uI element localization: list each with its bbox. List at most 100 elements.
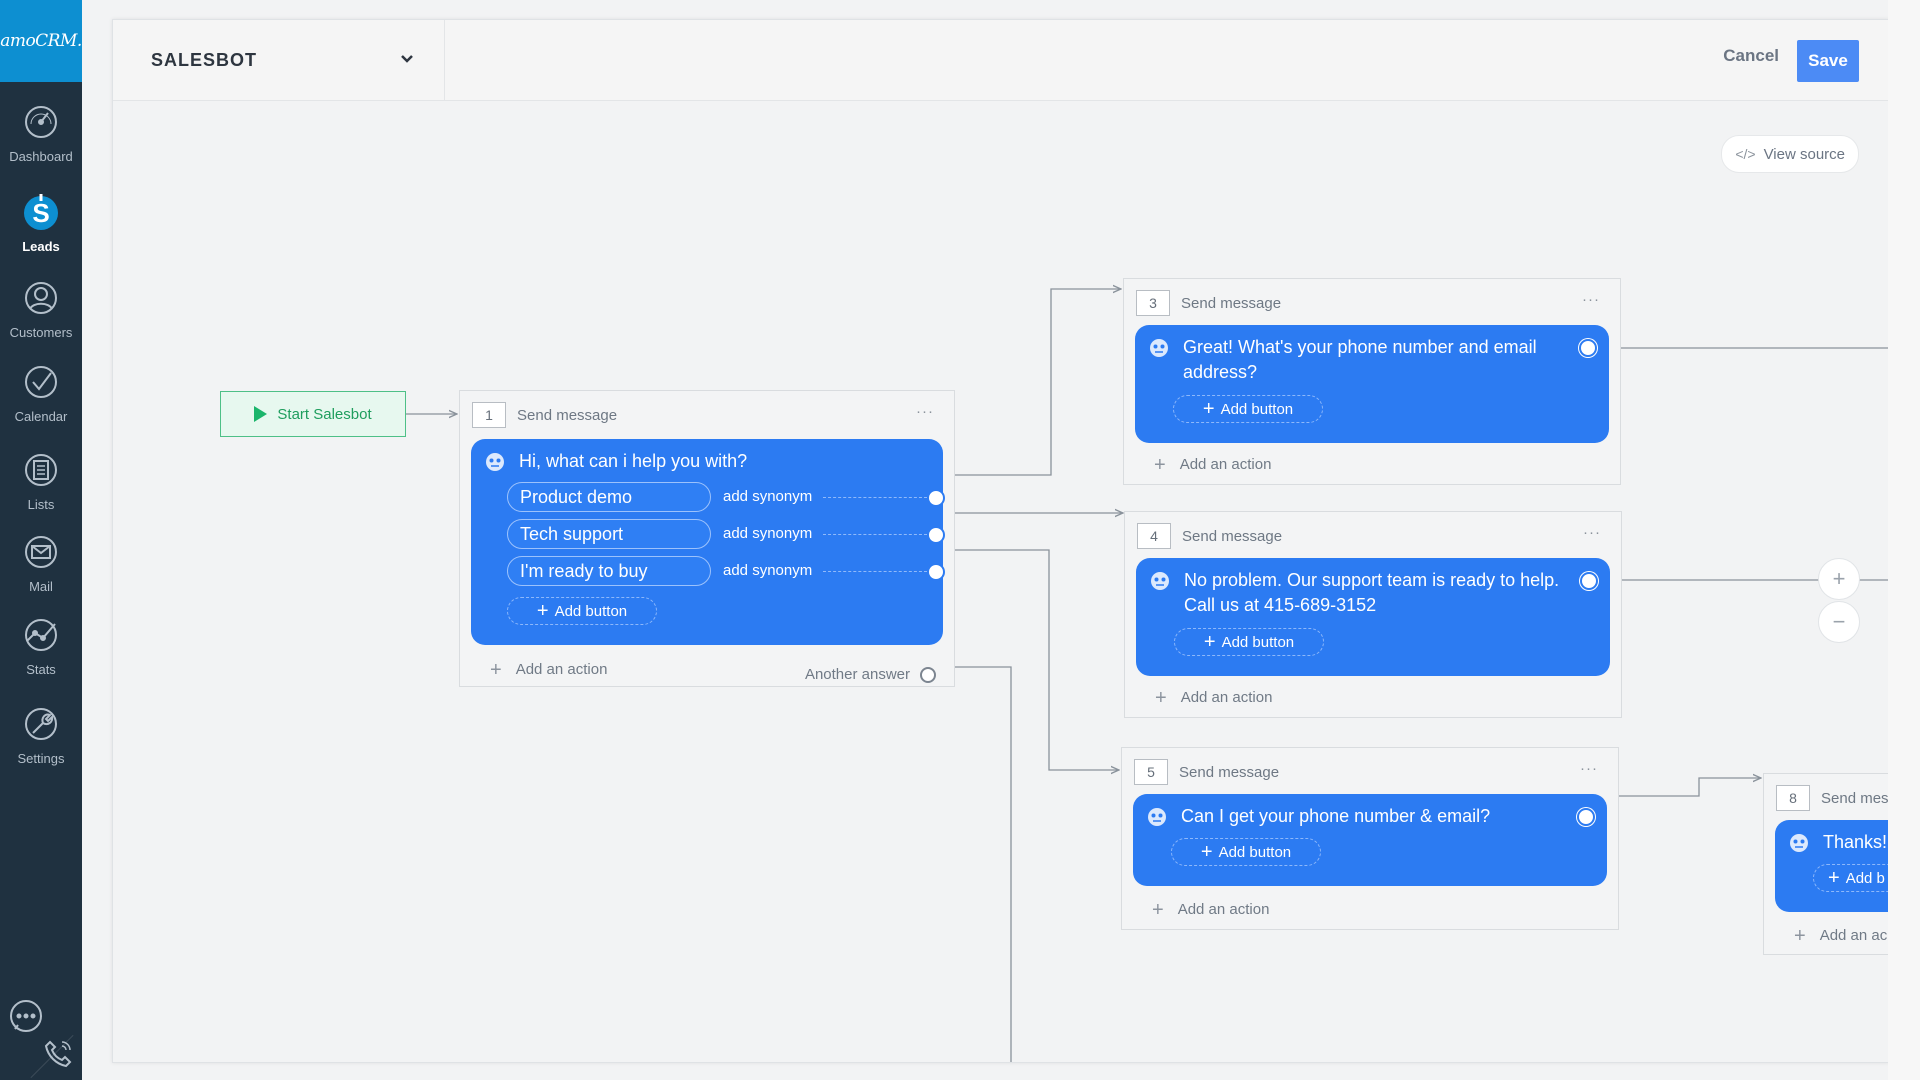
- answer-button-tech-support[interactable]: Tech support: [507, 519, 711, 549]
- start-salesbot-node[interactable]: Start Salesbot: [220, 391, 406, 437]
- message-bubble[interactable]: Hi, what can i help you with? Product de…: [471, 439, 945, 645]
- add-synonym-link[interactable]: add synonym: [723, 525, 813, 542]
- another-answer-port[interactable]: [920, 667, 936, 683]
- sidebar-item-mail[interactable]: Mail: [0, 522, 82, 604]
- plus-icon: +: [1202, 398, 1215, 420]
- bot-icon: [1150, 339, 1168, 357]
- sidebar-item-dashboard[interactable]: Dashboard: [0, 92, 82, 174]
- app-logo[interactable]: amoCRM.: [0, 0, 82, 82]
- step-header: 4 Send message: [1137, 522, 1282, 550]
- answer-button-product-demo[interactable]: Product demo: [507, 482, 711, 512]
- add-action-link[interactable]: + Add an ac: [1794, 926, 1887, 946]
- bot-selector-dropdown[interactable]: SALESBOT: [113, 20, 445, 100]
- answer-port[interactable]: [927, 526, 945, 544]
- plus-icon: +: [490, 658, 502, 681]
- bot-icon: [1148, 808, 1166, 826]
- step-card-4[interactable]: 4 Send message ··· No problem. Our suppo…: [1124, 511, 1622, 718]
- add-action-link[interactable]: + Add an action: [1155, 686, 1272, 709]
- step-card-3[interactable]: 3 Send message ··· Great! What's your ph…: [1123, 278, 1621, 485]
- answer-port[interactable]: [927, 489, 945, 507]
- answer-label: Product demo: [520, 486, 633, 507]
- message-text[interactable]: Thanks!: [1823, 832, 1888, 852]
- message-text[interactable]: Great! What's your phone number and emai…: [1183, 337, 1537, 382]
- right-edge-strip: [1888, 0, 1920, 1080]
- message-bubble[interactable]: Great! What's your phone number and emai…: [1135, 325, 1609, 443]
- bot-icon: [486, 453, 504, 471]
- add-button[interactable]: + Add button: [1173, 395, 1323, 423]
- answer-label: Tech support: [520, 523, 624, 544]
- sidebar-item-stats[interactable]: Stats: [0, 605, 82, 687]
- add-synonym-link[interactable]: add synonym: [723, 488, 813, 505]
- phone-icon[interactable]: [42, 1036, 76, 1070]
- step-card-5[interactable]: 5 Send message ··· Can I get your phone …: [1121, 747, 1619, 930]
- sidebar-item-settings[interactable]: Settings: [0, 694, 82, 776]
- stats-icon: [25, 619, 57, 651]
- step-menu-icon[interactable]: ···: [916, 403, 934, 420]
- step-menu-icon[interactable]: ···: [1580, 760, 1598, 777]
- step-number: 4: [1137, 523, 1171, 549]
- step-menu-icon[interactable]: ···: [1582, 291, 1600, 308]
- view-source-label: View source: [1763, 145, 1845, 163]
- step-card-8[interactable]: 8 Send mes Thanks! + Add b + Add an ac: [1763, 773, 1889, 955]
- message-text[interactable]: No problem. Our support team is ready to…: [1184, 570, 1560, 615]
- sidebar-item-label: Dashboard: [9, 149, 73, 164]
- message-port[interactable]: [1580, 572, 1598, 590]
- step-number: 8: [1776, 785, 1810, 811]
- lists-icon: [25, 454, 57, 486]
- add-action-link[interactable]: + Add an action: [1154, 453, 1271, 476]
- message-bubble[interactable]: Can I get your phone number & email? + A…: [1133, 794, 1607, 886]
- leads-icon: S: [24, 194, 58, 230]
- step-number: 5: [1134, 759, 1168, 785]
- sidebar-item-leads[interactable]: S Leads: [0, 182, 82, 264]
- plus-icon: +: [1155, 686, 1167, 709]
- message-port[interactable]: [1577, 808, 1595, 826]
- answer-label: I'm ready to buy: [520, 560, 648, 581]
- play-icon: [254, 406, 268, 422]
- add-button-label: Add button: [1218, 843, 1292, 861]
- bot-name: SALESBOT: [151, 49, 258, 70]
- plus-icon: +: [1200, 841, 1213, 863]
- plus-icon: +: [1154, 453, 1166, 476]
- step-card-1[interactable]: 1 Send message ··· Hi, what can i help y…: [459, 390, 955, 687]
- step-menu-icon[interactable]: ···: [1583, 524, 1601, 541]
- step-title: Send message: [1179, 763, 1280, 781]
- add-button[interactable]: + Add button: [1171, 838, 1321, 866]
- calendar-icon: [25, 366, 57, 398]
- add-synonym-link[interactable]: add synonym: [723, 562, 813, 579]
- add-action-link[interactable]: + Add an action: [490, 658, 607, 681]
- chevron-down-icon: [401, 55, 413, 63]
- answer-port[interactable]: [927, 563, 945, 581]
- plus-icon: +: [1832, 566, 1846, 591]
- step-number: 1: [472, 402, 506, 428]
- message-port[interactable]: [1579, 339, 1597, 357]
- message-text[interactable]: Hi, what can i help you with?: [519, 451, 748, 471]
- start-salesbot-label: Start Salesbot: [277, 405, 372, 423]
- add-button[interactable]: + Add button: [1174, 628, 1324, 656]
- zoom-out-button[interactable]: −: [1818, 601, 1860, 643]
- answer-button-ready-to-buy[interactable]: I'm ready to buy: [507, 556, 711, 586]
- step-number: 3: [1136, 290, 1170, 316]
- message-bubble[interactable]: No problem. Our support team is ready to…: [1136, 558, 1610, 676]
- view-source-button[interactable]: </> View source: [1721, 135, 1859, 173]
- logo-text: amoCRM.: [0, 31, 82, 51]
- sidebar-item-label: Leads: [22, 239, 60, 254]
- add-button[interactable]: + Add b: [1813, 864, 1889, 892]
- message-bubble[interactable]: Thanks! + Add b: [1775, 820, 1889, 912]
- sidebar-item-calendar[interactable]: Calendar: [0, 352, 82, 434]
- connector-step5-step8: [1611, 778, 1761, 797]
- cancel-button[interactable]: Cancel: [1723, 46, 1779, 65]
- add-button[interactable]: + Add button: [507, 597, 657, 625]
- sidebar-item-customers[interactable]: Customers: [0, 268, 82, 350]
- zoom-in-button[interactable]: +: [1818, 558, 1860, 600]
- customers-icon: [25, 282, 57, 314]
- add-action-link[interactable]: + Add an action: [1152, 900, 1269, 920]
- sidebar-bottom: [0, 990, 82, 1080]
- message-text[interactable]: Can I get your phone number & email?: [1181, 806, 1491, 826]
- sidebar: amoCRM. Dashboard S Leads Customers Cale…: [0, 0, 82, 1080]
- save-button[interactable]: Save: [1797, 40, 1859, 82]
- chat-icon[interactable]: [6, 996, 46, 1036]
- flow-canvas[interactable]: Start Salesbot 1 Send message ··· Hi, wh…: [113, 101, 1889, 1062]
- dotted-line: [823, 571, 927, 572]
- another-answer-label: Another answer: [804, 666, 910, 683]
- sidebar-item-lists[interactable]: Lists: [0, 440, 82, 522]
